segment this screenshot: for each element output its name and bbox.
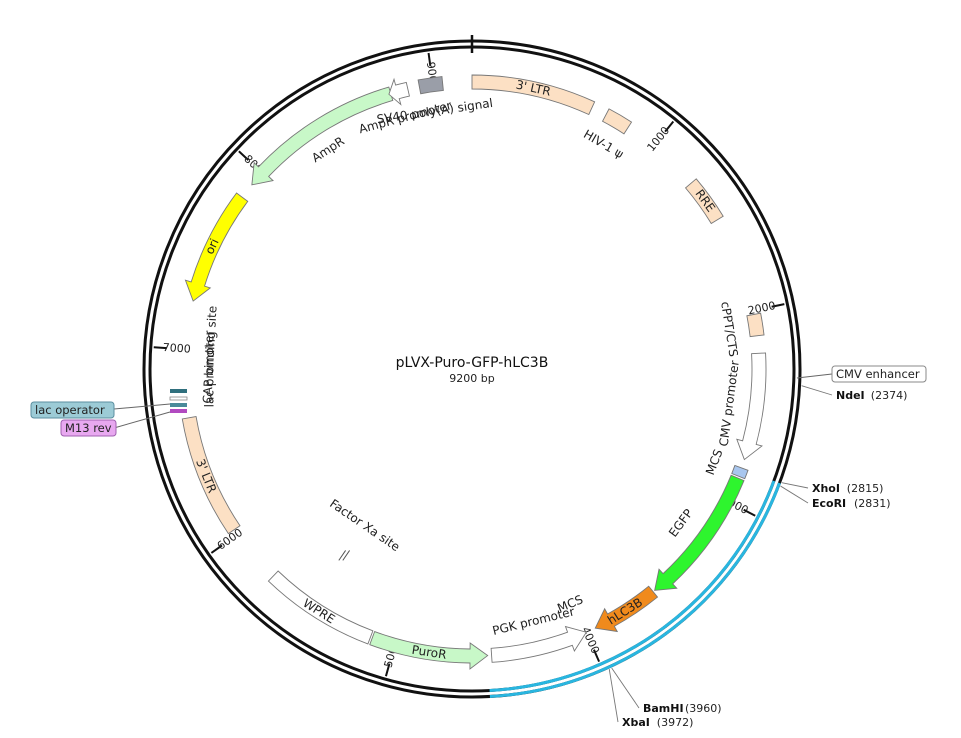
feature-shape xyxy=(594,585,659,633)
feature-ampr[interactable]: AmpR xyxy=(251,86,394,186)
enzyme-leader xyxy=(611,667,640,709)
tag-cmv-enhancer[interactable]: CMV enhancer xyxy=(796,365,927,383)
lac-cassette-glyphs xyxy=(169,389,188,413)
feature-shape xyxy=(388,77,410,106)
enzyme-position: (2815) xyxy=(847,482,884,495)
feature-label: EGFP xyxy=(666,506,696,539)
tick-mark xyxy=(427,52,432,66)
feature-shape xyxy=(601,108,633,135)
feature-label: CMV promoter xyxy=(717,360,742,448)
tag-lac-operator[interactable]: lac operator xyxy=(30,401,171,419)
enzyme-bamhi[interactable]: BamHI(3960) xyxy=(611,667,722,715)
feature-hiv-1-psi[interactable]: HIV-1 ψ xyxy=(581,108,633,161)
tick-mark xyxy=(771,303,785,308)
feature-rre[interactable]: RRE xyxy=(684,178,724,225)
tag-m13-rev-label: M13 rev xyxy=(65,421,112,435)
tag-lac-operator-label: lac operator xyxy=(35,403,105,417)
enzyme-leader xyxy=(608,669,619,723)
feature-label: ori xyxy=(202,236,221,256)
inner-label-cap-binding-site: CAP binding site xyxy=(200,305,219,403)
enzyme-xhoi[interactable]: XhoI (2815) xyxy=(781,482,884,495)
feature-shape xyxy=(417,76,444,95)
feature-shape xyxy=(471,74,596,116)
enzyme-position: (3972) xyxy=(657,716,694,729)
enzyme-name: XhoI xyxy=(812,482,840,495)
feature-shape xyxy=(746,312,765,338)
enzyme-leader xyxy=(780,485,809,504)
tick-mark xyxy=(384,663,391,677)
tick-mark xyxy=(743,508,756,517)
inner-label-lac-promoter: lac promoter xyxy=(203,331,217,408)
feature-shape xyxy=(267,570,374,645)
enzyme-position: (3960) xyxy=(685,702,722,715)
feature-3-ltr[interactable]: 3' LTR xyxy=(181,416,241,535)
feature-pgk-promoter[interactable]: PGK promoter xyxy=(490,604,588,663)
enzyme-name: XbaI xyxy=(622,716,650,729)
feature-cmv-promoter[interactable]: CMV promoter xyxy=(717,352,767,461)
feature-shape xyxy=(369,630,489,670)
feature-wpre[interactable]: WPRE xyxy=(267,570,374,645)
inner-label-factor-xa-site: Factor Xa site xyxy=(327,496,402,554)
enzyme-position: (2831) xyxy=(854,497,891,510)
tick-mark xyxy=(210,544,223,554)
highlight-arc-inner xyxy=(489,480,776,693)
tick-mark xyxy=(592,649,601,662)
tag-m13-rev[interactable]: M13 rev xyxy=(60,411,171,437)
enzyme-leader xyxy=(781,482,809,489)
enzyme-name: EcoRI xyxy=(812,497,846,510)
enzyme-name: BamHI xyxy=(643,702,684,715)
feature-shape xyxy=(251,86,394,186)
feature-shape xyxy=(684,178,724,225)
factor-xa-mark xyxy=(338,550,347,561)
feature-puror[interactable]: PuroR xyxy=(369,630,489,670)
enzyme-position: (2374) xyxy=(871,389,908,402)
enzyme-ecori[interactable]: EcoRI (2831) xyxy=(780,485,891,510)
feature-ori[interactable]: ori xyxy=(184,192,249,302)
feature-shape xyxy=(181,416,241,535)
feature-shape xyxy=(654,474,745,591)
tick-label: 7000 xyxy=(162,341,191,356)
feature-shape xyxy=(184,192,249,302)
restriction-sites: NdeI (2374) XhoI (2815)EcoRI (2831) BamHI(396… xyxy=(608,385,908,729)
tag-cmv-enhancer-label: CMV enhancer xyxy=(836,367,920,381)
feature-label: MCS xyxy=(703,447,726,477)
feature-label: WPRE xyxy=(300,596,337,627)
tick-mark xyxy=(238,150,250,161)
tick-mark xyxy=(153,346,167,350)
feature-3-ltr[interactable]: 3' LTR xyxy=(471,74,596,116)
feature-shape xyxy=(736,352,767,461)
highlight-arc-outer xyxy=(489,482,781,699)
enzyme-leader xyxy=(801,385,833,396)
feature-label: 3' LTR xyxy=(193,457,219,495)
center-title: pLVX-Puro-GFP-hLC3B 9200 bp xyxy=(396,355,549,385)
feature-label: cPPT/CTS xyxy=(718,301,740,358)
feature-label: SV40 poly(A) signal xyxy=(376,96,494,127)
feature-shape xyxy=(490,625,588,663)
feature-hlc3b[interactable]: hLC3B xyxy=(594,585,659,633)
feature-shape xyxy=(731,464,749,480)
plasmid-name: pLVX-Puro-GFP-hLC3B xyxy=(396,355,549,371)
feature-label: HIV-1 ψ xyxy=(581,127,626,161)
plasmid-size: 9200 bp xyxy=(449,372,494,385)
tick-label: 2000 xyxy=(747,299,777,317)
tick-label: 4000 xyxy=(579,625,602,656)
factor-xa-mark xyxy=(342,550,351,561)
tick-mark xyxy=(664,120,675,133)
enzyme-ndei[interactable]: NdeI (2374) xyxy=(801,385,908,402)
feature-label: AmpR xyxy=(309,134,347,165)
enzyme-xbai[interactable]: XbaI (3972) xyxy=(608,669,694,729)
enzyme-name: NdeI xyxy=(836,389,865,402)
feature-label: PuroR xyxy=(411,643,448,662)
